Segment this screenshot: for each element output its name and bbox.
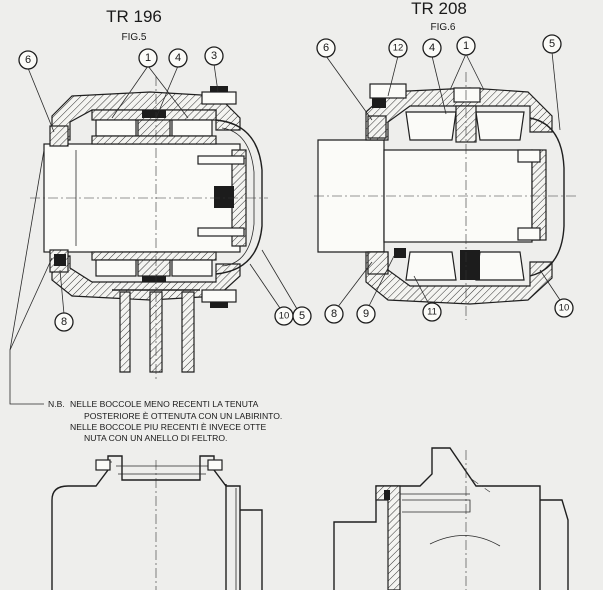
nb-line-3: NELLE BOCCOLE PIU RECENTI È INVECE OTTE <box>70 422 267 432</box>
fig5-callout-1: 1 <box>145 52 151 64</box>
fig6-axlebox-section <box>314 72 576 320</box>
nb-note: N.B. NELLE BOCCOLE MENO RECENTI LA TENUT… <box>48 399 282 443</box>
nb-line-1: NELLE BOCCOLE MENO RECENTI LA TENUTA <box>70 399 259 409</box>
fig6-callout-8: 8 <box>331 308 337 320</box>
fig5-callouts: 6 1 4 3 8 10 5 <box>18 46 312 332</box>
fig6-callout-9: 9 <box>363 308 369 320</box>
fig6-callout-5: 5 <box>549 38 555 50</box>
fig5-callout-8: 8 <box>61 316 67 328</box>
fig6-callout-6: 6 <box>323 42 329 54</box>
lower-right-partial-drawing <box>333 447 569 590</box>
lower-left-partial-drawing <box>51 455 263 590</box>
fig6-callout-11: 11 <box>427 307 437 318</box>
fig5-axlebox-section <box>30 76 268 380</box>
fig6-subtitle: FIG.6 <box>430 22 455 33</box>
fig5-title: TR 196 <box>106 7 162 26</box>
fig6-callouts: 6 12 4 1 5 8 9 11 10 <box>316 34 574 324</box>
fig6-callout-4: 4 <box>429 42 435 54</box>
fig6-callout-1: 1 <box>463 40 469 52</box>
fig6-callout-12: 12 <box>393 43 404 54</box>
nb-line-4: NUTA CON UN ANELLO DI FELTRO. <box>84 433 227 443</box>
fig5-callout-6: 6 <box>25 54 31 66</box>
fig5-callout-3: 3 <box>211 50 217 62</box>
fig5-subtitle: FIG.5 <box>121 32 146 43</box>
fig6-title: TR 208 <box>411 0 467 18</box>
fig5-callout-10: 10 <box>279 311 290 322</box>
nb-prefix: N.B. <box>48 399 65 409</box>
fig5-callout-4: 4 <box>175 52 181 64</box>
fig5-callout-5: 5 <box>299 310 305 322</box>
nb-line-2: POSTERIORE È OTTENUTA CON UN LABIRINTO. <box>84 411 282 421</box>
fig6-callout-10: 10 <box>559 303 570 314</box>
leader-lines <box>9 51 565 405</box>
